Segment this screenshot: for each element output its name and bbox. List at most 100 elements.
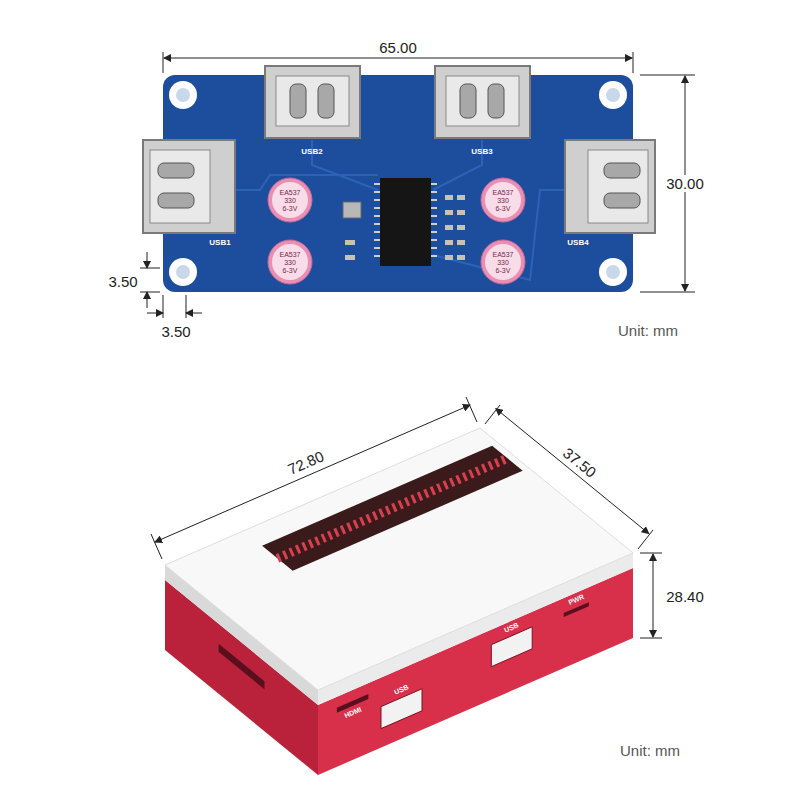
dimension-value: 28.40: [664, 588, 706, 605]
dimension-value: 65.00: [377, 39, 419, 56]
mount-hole: [169, 81, 197, 109]
dimension-line: [147, 313, 163, 314]
capacitor-marking: EA537: [492, 189, 513, 196]
power-slot: [564, 602, 589, 617]
header-pins: [277, 458, 507, 558]
unit-note: Unit: mm: [618, 323, 678, 338]
resistor: [445, 210, 453, 215]
usb-contact: [158, 193, 194, 208]
dimension-line: [147, 292, 148, 308]
usb-port-top: [265, 66, 360, 138]
usb-port-side: [143, 140, 235, 233]
usb-port-top: [435, 66, 530, 138]
usb-opening: [446, 76, 519, 126]
mount-holes: [169, 81, 627, 286]
capacitor-marking: 330: [284, 259, 296, 266]
resistor: [445, 195, 453, 200]
case: [165, 428, 633, 775]
mount-hole: [599, 258, 627, 286]
resistor: [457, 225, 465, 230]
resistor: [457, 210, 465, 215]
capacitor-marking: 330: [497, 259, 509, 266]
hole-center: [606, 88, 620, 102]
capacitor-top: [272, 182, 308, 218]
capacitor: [268, 178, 312, 222]
capacitor-top: [485, 244, 521, 280]
capacitor-marking: 6-3V: [283, 205, 298, 212]
capacitor: [268, 240, 312, 284]
extension-line: [640, 553, 662, 638]
port-label: USB1: [209, 239, 230, 247]
capacitor-marking: EA537: [492, 251, 513, 258]
traces: [235, 140, 565, 280]
usb-port: [381, 689, 422, 729]
extension-line: [485, 405, 653, 549]
mount-hole: [599, 81, 627, 109]
dimension-line: [496, 409, 649, 534]
usb-contact: [318, 84, 334, 118]
capacitor: [481, 178, 525, 222]
capacitor-marking: 6-3V: [496, 205, 511, 212]
capacitor-marking: 6-3V: [283, 267, 298, 274]
usb-opening: [588, 150, 648, 223]
usb-shell: [565, 140, 655, 233]
port-label: USB3: [471, 148, 492, 156]
ic-body: [380, 178, 431, 266]
dimension-value: 3.50: [106, 273, 139, 290]
resistor: [345, 240, 355, 245]
resistor: [445, 225, 453, 230]
extension-line: [151, 397, 477, 559]
dimension-line: [147, 252, 148, 268]
resistor: [445, 240, 453, 245]
pcb: [143, 66, 655, 292]
hole-centers: [176, 88, 620, 279]
extension-line: [163, 295, 186, 318]
dimension-value: 72.80: [284, 446, 329, 478]
usb-shell: [143, 140, 235, 233]
resistor: [445, 255, 453, 260]
usb-contact: [290, 84, 306, 118]
capacitor-marking: EA537: [279, 251, 300, 258]
usb-contact: [604, 193, 640, 208]
usb-opening: [150, 150, 210, 223]
crystal: [343, 202, 361, 218]
unit-note: Unit: mm: [620, 743, 680, 758]
dimension-value: 37.50: [559, 442, 602, 481]
usb-opening: [276, 76, 349, 126]
resistor: [457, 255, 465, 260]
dimension-value: 30.00: [664, 175, 706, 192]
capacitors: [268, 178, 525, 284]
usb-contact: [488, 84, 504, 118]
dimension-line: [186, 313, 202, 314]
hole-center: [176, 265, 190, 279]
usb-contact: [158, 163, 194, 178]
dimension-line: [164, 58, 632, 59]
usb-shell: [435, 66, 530, 138]
resistor: [457, 240, 465, 245]
capacitor-top: [485, 182, 521, 218]
dimension-value: 3.50: [159, 323, 192, 340]
capacitor-marking: EA537: [279, 189, 300, 196]
dimension-line: [155, 405, 470, 542]
chip: [343, 178, 465, 266]
usb-port: [491, 627, 532, 667]
extension-line: [140, 268, 160, 292]
usb-contact: [604, 163, 640, 178]
capacitor-marking: 330: [284, 197, 296, 204]
usb-shell: [265, 66, 360, 138]
resistor: [457, 195, 465, 200]
card-slot: [219, 644, 265, 690]
dimension-line: [653, 554, 654, 637]
resistors: [345, 195, 465, 260]
usb-port-side: [565, 140, 655, 233]
resistor: [345, 255, 355, 260]
pcb-dimensions: [140, 52, 695, 318]
usb-contact: [460, 84, 476, 118]
hole-center: [176, 88, 190, 102]
port-label: USB2: [301, 148, 322, 156]
capacitor-top: [272, 244, 308, 280]
mount-hole: [169, 258, 197, 286]
capacitor: [481, 240, 525, 284]
